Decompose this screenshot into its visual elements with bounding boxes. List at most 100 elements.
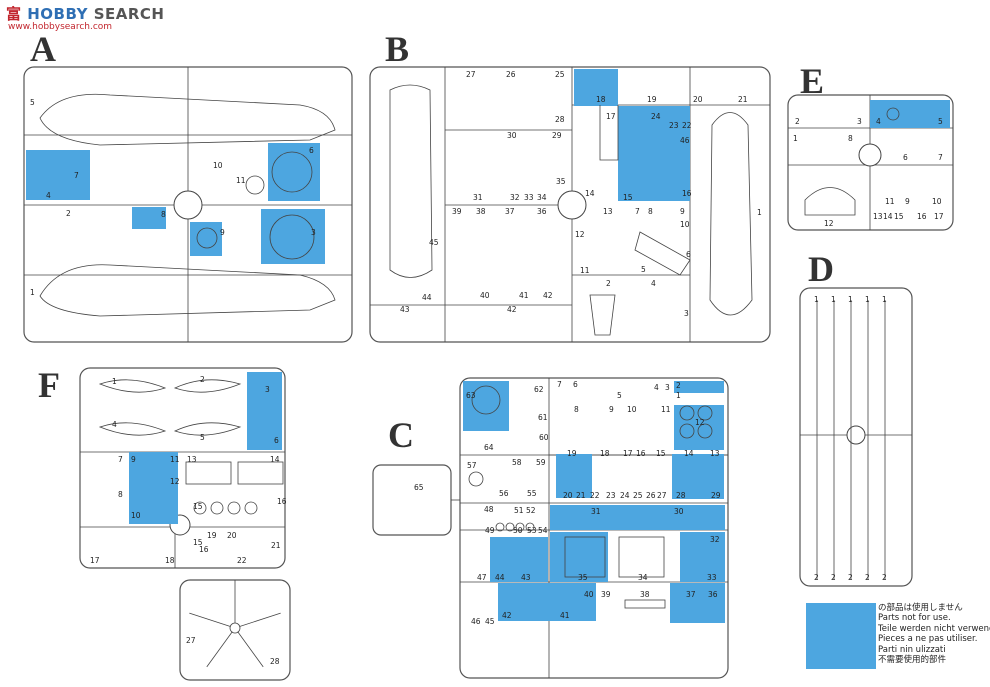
part-a8: 8: [161, 210, 166, 219]
part-f15: 15: [193, 502, 203, 511]
part-shape: [505, 522, 515, 532]
rotor-disc: [269, 214, 315, 260]
part-c60: 60: [539, 433, 549, 442]
part-b16: 16: [682, 189, 692, 198]
part-c64: 64: [484, 443, 494, 452]
part-c14: 14: [684, 449, 694, 458]
part-c46: 46: [471, 617, 481, 626]
sprue-gate: [173, 190, 203, 220]
part-c24: 24: [620, 491, 630, 500]
part-b20: 20: [693, 95, 703, 104]
part-b13: 13: [603, 207, 613, 216]
sprue-letter-b: B: [385, 29, 410, 69]
part-f27: 27: [186, 636, 196, 645]
part-outline: [634, 231, 691, 276]
part-c6: 6: [573, 380, 578, 389]
part-outline: [564, 536, 606, 578]
unused-part-c36-37: [670, 583, 725, 623]
part-c43: 43: [521, 573, 531, 582]
part-f7: 7: [118, 455, 123, 464]
part-c15: 15: [656, 449, 666, 458]
part-c4: 4: [654, 383, 659, 392]
part-c41: 41: [560, 611, 570, 620]
part-a3: 3: [311, 228, 316, 237]
sprue-f-frame: [79, 367, 286, 569]
part-f13: 13: [187, 455, 197, 464]
part-b28: 28: [555, 115, 565, 124]
part-b19: 19: [647, 95, 657, 104]
part-f19: 19: [207, 531, 217, 540]
part-f5: 5: [200, 433, 205, 442]
part-c25: 25: [633, 491, 643, 500]
fuselage-half-upper: [39, 93, 336, 146]
part-c30: 30: [674, 507, 684, 516]
fuselage-long-part: [709, 112, 753, 316]
part-c45: 45: [485, 617, 495, 626]
part-c42: 42: [502, 611, 512, 620]
part-e11: 11: [885, 197, 895, 206]
part-f20: 20: [227, 531, 237, 540]
part-c44: 44: [495, 573, 505, 582]
part-c9: 9: [609, 405, 614, 414]
part-e4: 4: [876, 117, 881, 126]
wheel: [679, 405, 695, 421]
part-c2: 2: [676, 381, 681, 390]
part-c21: 21: [576, 491, 586, 500]
sprue-letter-a: A: [30, 29, 56, 69]
part-e8: 8: [848, 134, 853, 143]
part-e3: 3: [857, 117, 862, 126]
unused-part-f6: [247, 410, 282, 450]
part-f10: 10: [131, 511, 141, 520]
legend-it: Parti nin ulizzati: [878, 644, 946, 655]
part-c29: 29: [711, 491, 721, 500]
part-b38: 38: [476, 207, 486, 216]
part-b44: 44: [422, 293, 432, 302]
part-f15b: 15: [193, 538, 203, 547]
part-d2: 2: [865, 573, 870, 582]
part-b3: 3: [684, 309, 689, 318]
part-c26: 26: [646, 491, 656, 500]
unused-part-b18: [574, 69, 618, 106]
part-f6: 6: [274, 436, 279, 445]
part-f28: 28: [270, 657, 280, 666]
part-c28: 28: [676, 491, 686, 500]
part-e10: 10: [932, 197, 942, 206]
part-e7: 7: [938, 153, 943, 162]
part-b40: 40: [480, 291, 490, 300]
part-b36: 36: [537, 207, 547, 216]
wheel: [697, 423, 713, 439]
rotor-blade-arm: [234, 627, 264, 668]
part-c56: 56: [499, 489, 509, 498]
wheel: [697, 405, 713, 421]
part-b12: 12: [575, 230, 585, 239]
part-a11: 11: [236, 176, 246, 185]
part-c38: 38: [640, 590, 650, 599]
part-b11: 11: [580, 266, 590, 275]
part-f1: 1: [112, 377, 117, 386]
part-c40: 40: [584, 590, 594, 599]
part-c17: 17: [623, 449, 633, 458]
legend-de: Teile werden nicht verwendet.: [878, 623, 990, 634]
unused-part-e4-5: [870, 100, 950, 128]
part-outline: [173, 422, 242, 436]
part-f14: 14: [270, 455, 280, 464]
part-b27: 27: [466, 70, 476, 79]
part-shape: [495, 522, 505, 532]
part-f3: 3: [265, 385, 270, 394]
part-c36: 36: [708, 590, 718, 599]
part-b17: 17: [606, 112, 616, 121]
part-f21: 21: [271, 541, 281, 550]
part-outline: [624, 599, 666, 609]
part-d2: 2: [848, 573, 853, 582]
part-b14: 14: [585, 189, 595, 198]
part-c49: 49: [485, 526, 495, 535]
part-c59: 59: [536, 458, 546, 467]
unused-part-c63: [463, 381, 509, 431]
part-e12: 12: [824, 219, 834, 228]
part-outline: [173, 379, 242, 393]
part-c32: 32: [710, 535, 720, 544]
part-e9: 9: [905, 197, 910, 206]
part-c16: 16: [636, 449, 646, 458]
part-shape: [471, 385, 501, 415]
